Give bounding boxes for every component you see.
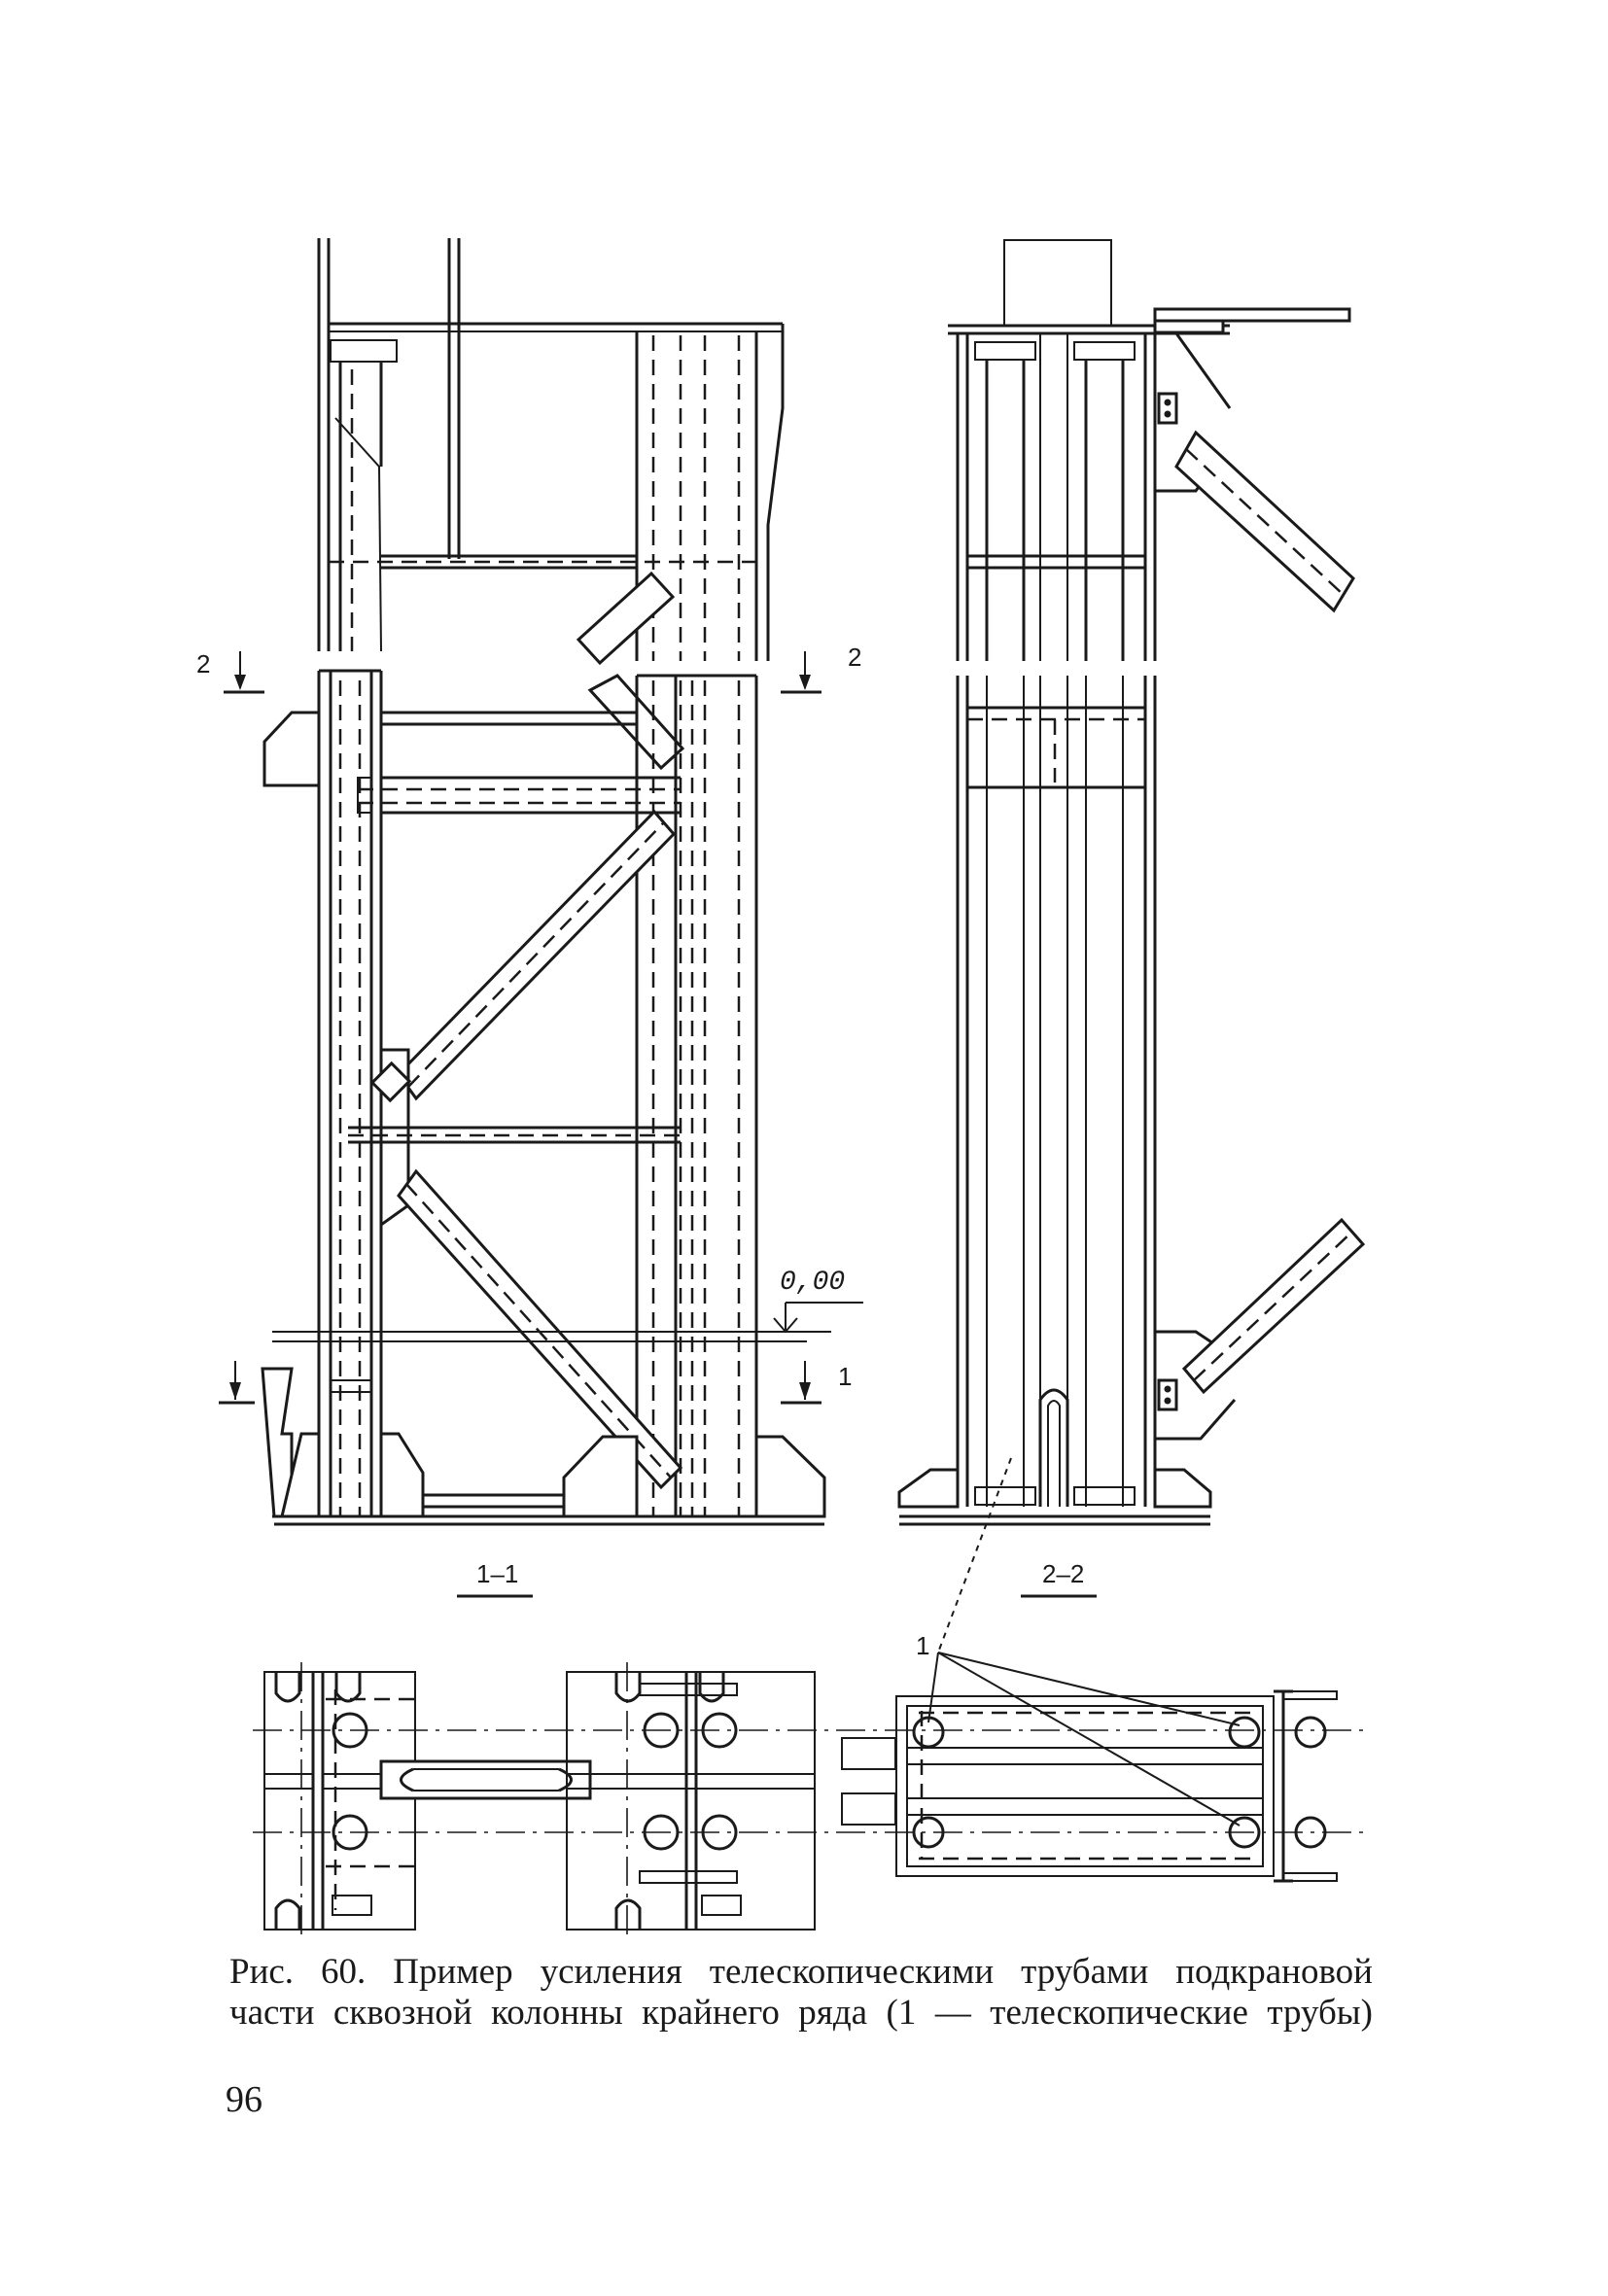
cut-marker-1-right: 1	[781, 1361, 852, 1405]
cut-label-2-right: 2	[848, 643, 861, 672]
plan-view	[253, 1662, 1371, 1939]
cut-label-2-left: 2	[196, 649, 210, 678]
section-label-1-1: 1–1	[457, 1559, 533, 1598]
cut-marker-1-left	[219, 1361, 255, 1405]
page-number: 96	[226, 2079, 262, 2120]
figure-caption: Рис. 60. Пример усиления телескопическим…	[229, 1952, 1373, 2034]
svg-text:2–2: 2–2	[1042, 1559, 1084, 1588]
caption-line-2: части сквозной колонны крайнего ряда (1 …	[229, 1993, 1373, 2033]
elevation-mark: 0,00	[773, 1268, 863, 1334]
section-label-2-2: 2–2	[1021, 1559, 1097, 1598]
cut-marker-2-right: 2	[781, 643, 861, 694]
right-elevation	[897, 239, 1366, 1526]
cut-label-1-right: 1	[838, 1362, 852, 1391]
left-elevation	[261, 238, 831, 1526]
caption-line-1: Рис. 60. Пример усиления телескопическим…	[229, 1952, 1373, 1992]
svg-text:1–1: 1–1	[476, 1559, 518, 1588]
cut-marker-2-left: 2	[196, 649, 264, 694]
callout-1-leaders: 1	[916, 1457, 1241, 1826]
elevation-label: 0,00	[780, 1268, 845, 1298]
callout-1-label: 1	[916, 1631, 929, 1660]
